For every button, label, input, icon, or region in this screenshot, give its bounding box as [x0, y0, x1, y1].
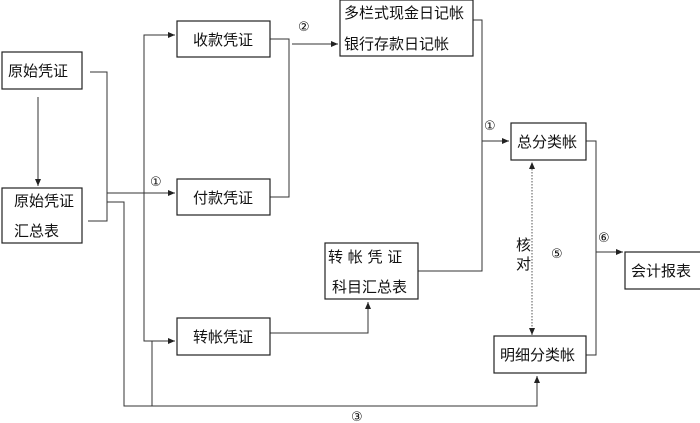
svg-text:转帐凭证: 转帐凭证: [193, 328, 253, 346]
svg-text:转 帐 凭 证: 转 帐 凭 证: [328, 248, 402, 266]
svg-text:原始凭证: 原始凭证: [14, 192, 74, 210]
step-label-5: ⑤: [551, 247, 563, 262]
node-transfer-summary: 转 帐 凭 证 科目汇总表: [324, 242, 419, 300]
svg-text:多栏式现金日记帐: 多栏式现金日记帐: [344, 4, 464, 22]
bracket-cash-vouchers: [270, 38, 290, 198]
node-transfer-voucher: 转帐凭证: [176, 317, 271, 356]
svg-text:付款凭证: 付款凭证: [193, 189, 253, 207]
step-label-1: ①: [150, 175, 162, 190]
svg-text:原始凭证: 原始凭证: [8, 62, 68, 80]
bracket-journals-summary: [418, 19, 483, 272]
arrow-to-subsidiary-ledger: [107, 201, 540, 407]
node-original-voucher: 原始凭证: [1, 51, 83, 90]
node-original-summary: 原始凭证 汇总表: [1, 187, 83, 244]
svg-text:汇总表: 汇总表: [14, 222, 59, 240]
connectors: [35, 19, 623, 407]
step-label-6: ⑥: [598, 231, 610, 246]
svg-text:总分类帐: 总分类帐: [517, 133, 577, 151]
arrow-to-transfer-summary: [270, 302, 371, 334]
reconcile-label-1: 核: [516, 236, 531, 254]
svg-text:会计报表: 会计报表: [631, 262, 691, 280]
svg-text:明细分类帐: 明细分类帐: [500, 346, 575, 364]
node-general-ledger: 总分类帐: [510, 122, 587, 161]
reconcile-label-2: 对: [516, 255, 531, 273]
node-journals: 多栏式现金日记帐 银行存款日记帐: [339, 0, 474, 57]
branch-line-vouchers: [143, 34, 175, 342]
node-financial-report: 会计报表: [624, 251, 700, 290]
bracket-ledgers: [586, 140, 597, 356]
node-payment-voucher: 付款凭证: [176, 178, 271, 216]
step-label-1-ledger: ①: [484, 119, 496, 134]
bracket-original-vouchers: [88, 71, 108, 222]
node-subsidiary-ledger: 明细分类帐: [493, 335, 587, 374]
node-receipt-voucher: 收款凭证: [176, 20, 271, 58]
svg-text:收款凭证: 收款凭证: [193, 31, 253, 49]
svg-text:银行存款日记帐: 银行存款日记帐: [344, 35, 449, 53]
step-label-2: ②: [298, 20, 310, 35]
svg-text:科目汇总表: 科目汇总表: [332, 278, 407, 296]
step-label-3: ③: [351, 410, 363, 423]
